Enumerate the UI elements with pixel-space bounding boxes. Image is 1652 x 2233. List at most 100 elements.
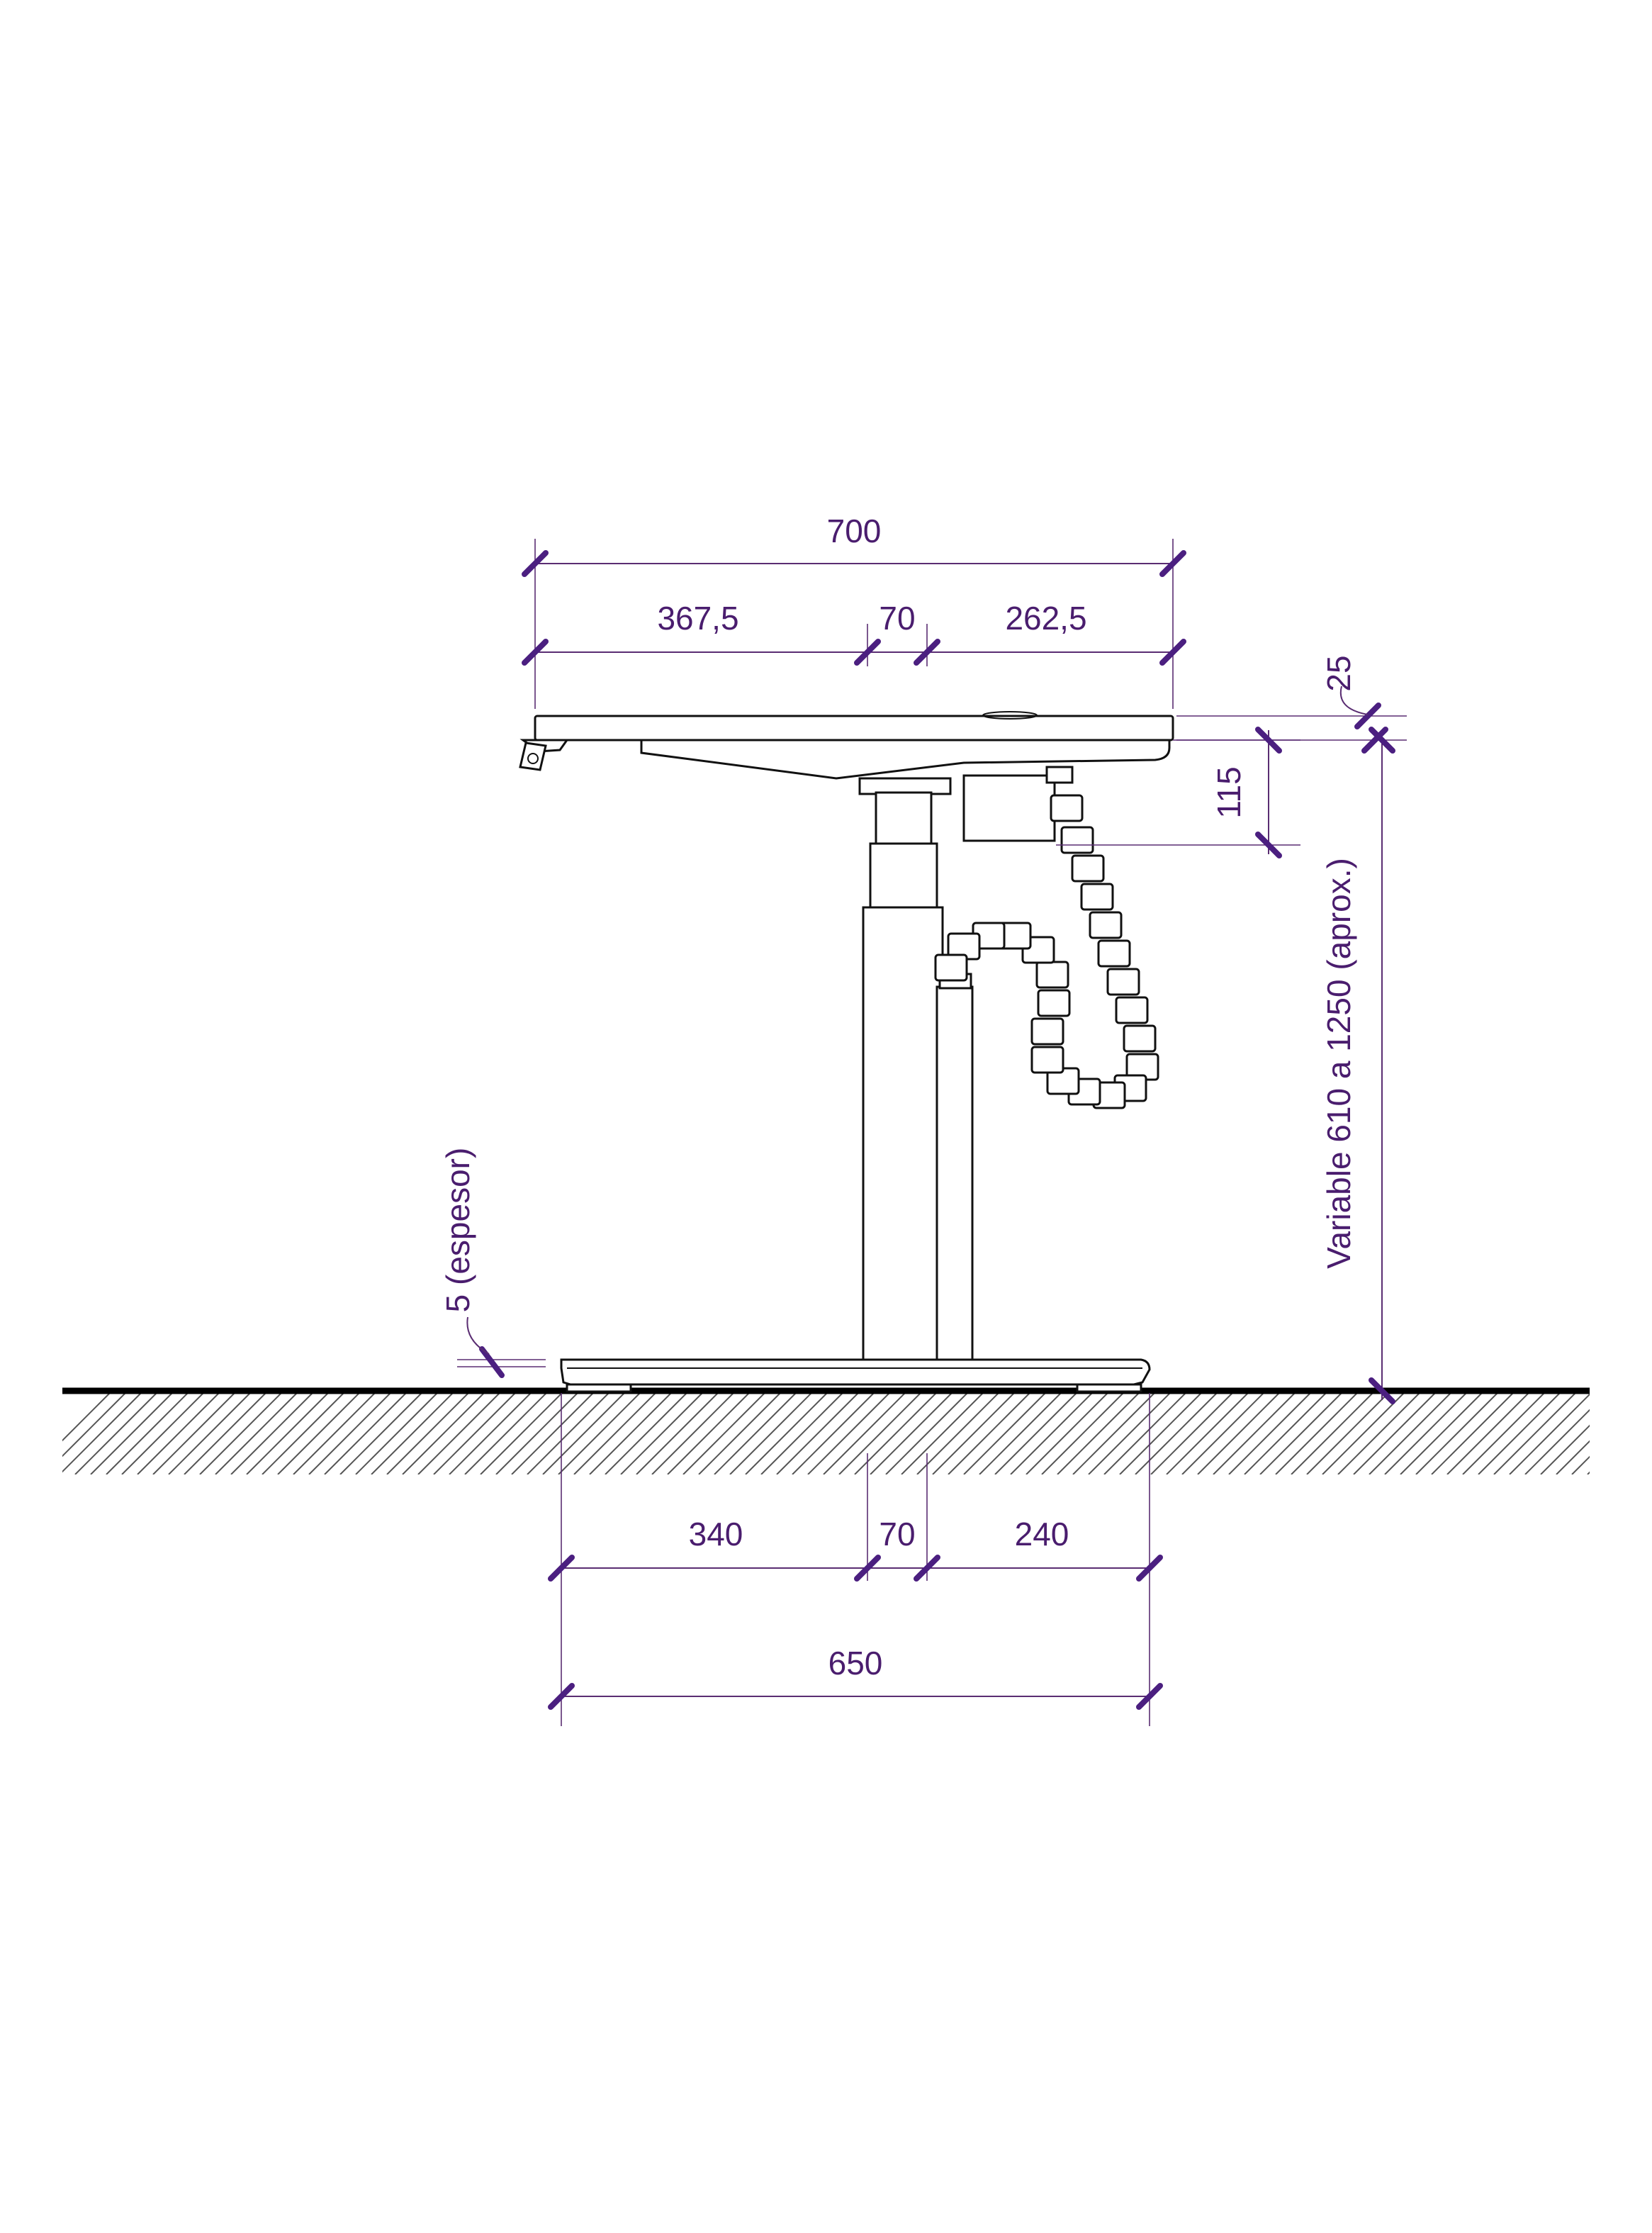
- hatch-line: [386, 1391, 471, 1474]
- hatch-line: [1057, 1391, 1142, 1474]
- hatch-line: [636, 1391, 721, 1474]
- hatch-line: [106, 1391, 191, 1474]
- ground: [62, 1387, 1652, 1474]
- hatch-line: [558, 1391, 643, 1474]
- hatch-line: [1556, 1440, 1590, 1474]
- hatch-line: [870, 1391, 955, 1474]
- under-frame: [640, 739, 1171, 780]
- hatch-line: [682, 1391, 768, 1474]
- hatch-line: [1322, 1391, 1407, 1474]
- leveler-back: [1076, 1383, 1142, 1393]
- hatch-line: [760, 1391, 845, 1474]
- cable-chain-link: [1030, 1046, 1064, 1074]
- grommet: [982, 711, 1038, 720]
- hatch-line: [184, 1391, 269, 1474]
- ground-hatching: [62, 1391, 1652, 1474]
- hatch-line: [1571, 1455, 1590, 1474]
- dimension-label-base-total: 650: [828, 1645, 883, 1681]
- hatch-line: [807, 1391, 892, 1474]
- dimension-label-top-left: 367,5: [657, 600, 738, 637]
- cable-chain-link: [1037, 989, 1071, 1017]
- hatch-line: [1135, 1391, 1220, 1474]
- dimension-label-base-mid: 70: [879, 1516, 915, 1552]
- cable-chain-link: [934, 953, 968, 982]
- hatch-line: [402, 1391, 487, 1474]
- hatch-line: [1306, 1391, 1391, 1474]
- hatch-line: [324, 1391, 409, 1474]
- cable-chain-link: [1060, 826, 1094, 854]
- hatch-line: [620, 1391, 705, 1474]
- hatch-line: [1384, 1391, 1469, 1474]
- hatch-line: [745, 1391, 830, 1474]
- hatch-line: [1400, 1391, 1485, 1474]
- hatch-line: [916, 1391, 1001, 1474]
- hatch-line: [1244, 1391, 1329, 1474]
- hatch-line: [1119, 1391, 1204, 1474]
- hatch-line: [230, 1391, 315, 1474]
- hatch-line: [1509, 1393, 1590, 1474]
- hatch-line: [121, 1391, 206, 1474]
- control-handle: [519, 739, 569, 771]
- table-top: [534, 715, 1174, 741]
- hatch-line: [667, 1391, 752, 1474]
- hatch-line: [573, 1391, 658, 1474]
- cable-chain-bracket: [1045, 766, 1074, 784]
- hatch-line: [1603, 1391, 1652, 1474]
- hatch-line: [262, 1391, 347, 1474]
- hatch-line: [714, 1391, 799, 1474]
- hatch-line: [168, 1391, 253, 1474]
- cable-chain-link: [1035, 961, 1069, 989]
- hatch-line: [854, 1391, 939, 1474]
- hatch-line: [1072, 1391, 1157, 1474]
- hatch-line: [1431, 1391, 1516, 1474]
- cable-chain-link: [1106, 968, 1140, 996]
- column-lower-stage: [862, 906, 944, 1362]
- hatch-line: [979, 1391, 1064, 1474]
- hatch-line: [449, 1391, 534, 1474]
- cable-chain-link: [1097, 939, 1131, 968]
- hatch-line: [1259, 1391, 1344, 1474]
- dimension-label-top-thickness: 25: [1320, 655, 1357, 691]
- hatch-line: [495, 1391, 580, 1474]
- dimension-label-top-mid: 70: [879, 600, 915, 637]
- base-foot: [560, 1358, 1151, 1386]
- cable-chain-link: [1089, 911, 1123, 939]
- cable-chain-link: [1080, 883, 1114, 911]
- hatch-line: [792, 1391, 877, 1474]
- hatch-line: [589, 1391, 674, 1474]
- hatch-line: [152, 1391, 237, 1474]
- hatch-line: [776, 1391, 861, 1474]
- dimension-label-base-thickness: 5 (espesor): [439, 1148, 476, 1313]
- hatch-line: [729, 1391, 814, 1474]
- hatch-line: [62, 1391, 113, 1442]
- hatch-line: [1197, 1391, 1282, 1474]
- hatch-line: [1587, 1471, 1590, 1474]
- hatch-line: [1181, 1391, 1266, 1474]
- hatch-line: [1088, 1391, 1173, 1474]
- hatch-line: [215, 1391, 300, 1474]
- hatch-line: [651, 1391, 736, 1474]
- hatch-line: [885, 1391, 970, 1474]
- hatch-line: [1337, 1391, 1422, 1474]
- column-upper-stage: [875, 791, 933, 845]
- hatch-line: [1353, 1391, 1438, 1474]
- hatch-line: [1619, 1391, 1652, 1474]
- cable-chain-link: [1050, 794, 1084, 822]
- hatch-line: [1275, 1391, 1360, 1474]
- hatch-line: [62, 1391, 144, 1473]
- hatch-line: [1166, 1391, 1251, 1474]
- hatch-line: [464, 1391, 549, 1474]
- hatch-line: [823, 1391, 908, 1474]
- cable-chain-link: [1030, 1017, 1064, 1046]
- hatch-line: [605, 1391, 690, 1474]
- hatch-line: [698, 1391, 783, 1474]
- hatch-line: [1540, 1424, 1590, 1474]
- hatch-line: [1415, 1391, 1500, 1474]
- motor-box: [962, 774, 1056, 842]
- hatch-line: [901, 1391, 986, 1474]
- hatch-line: [1462, 1391, 1547, 1474]
- hatch-line: [1103, 1391, 1189, 1474]
- hatch-line: [1150, 1391, 1235, 1474]
- dimensions: 700 367,5 70 262,5 25 115 Variable 610 a…: [439, 513, 1407, 1726]
